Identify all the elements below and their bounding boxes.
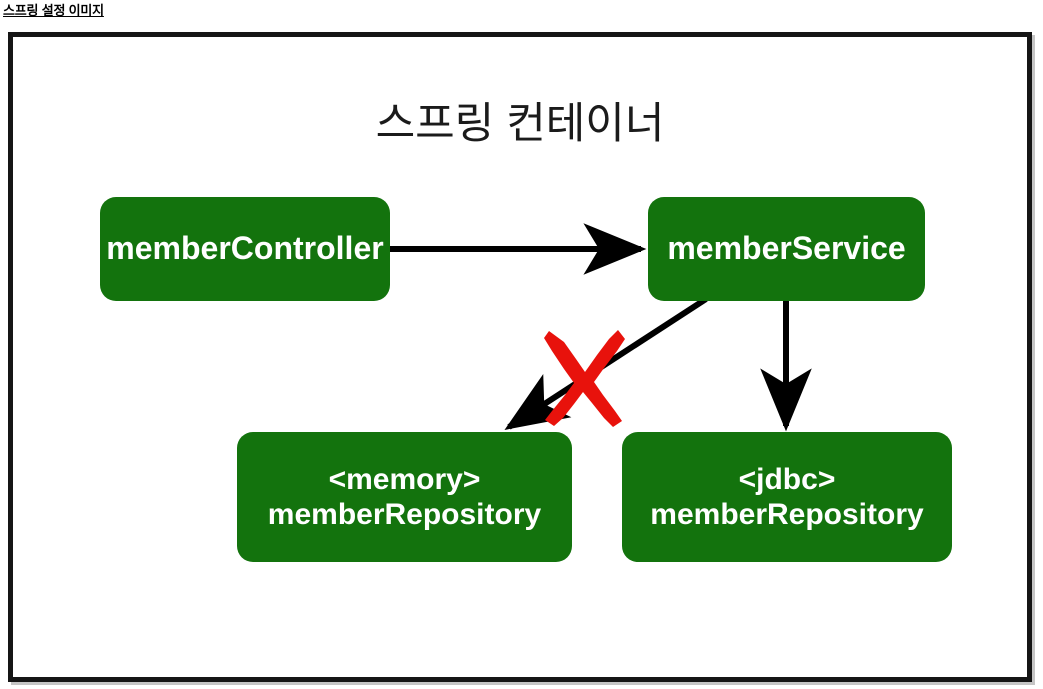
diagram-frame: 스프링 컨테이너: [8, 32, 1032, 682]
node-label-line2: memberRepository: [267, 498, 542, 531]
node-label-line1: <jdbc>: [738, 462, 836, 496]
node-jdbc-member-repository[interactable]: <jdbc> memberRepository: [622, 432, 952, 562]
node-label-line2: memberRepository: [650, 498, 924, 531]
node-memory-member-repository[interactable]: <memory> memberRepository: [237, 432, 572, 562]
node-label-line1: memberService: [667, 230, 906, 267]
page-header-label: 스프링 설정 이미지: [3, 3, 104, 18]
node-member-service[interactable]: memberService: [648, 197, 925, 301]
node-member-controller[interactable]: memberController: [100, 197, 390, 301]
diagram-title: 스프링 컨테이너: [375, 100, 665, 148]
node-label-line1: memberController: [106, 230, 384, 267]
node-label-line1: <memory>: [328, 462, 481, 496]
